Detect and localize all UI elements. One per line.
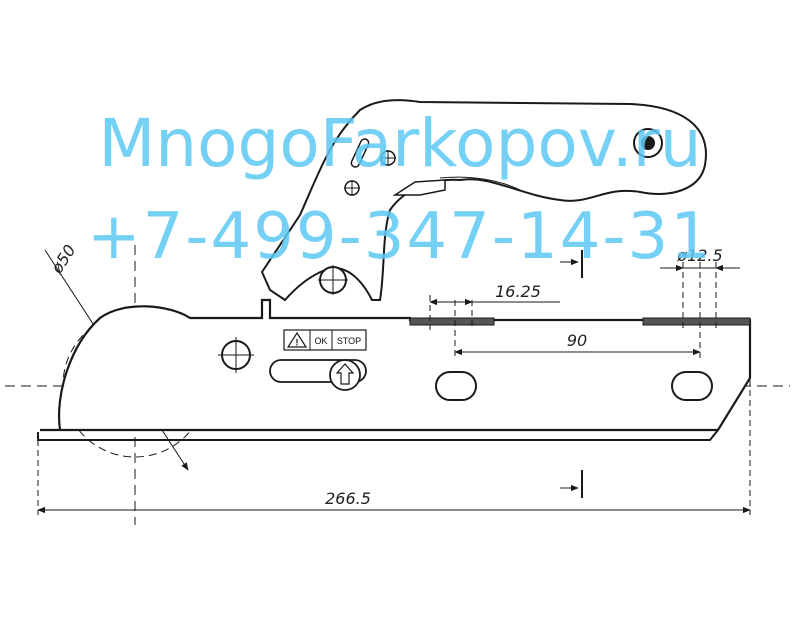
handle-inner-line [439,176,521,191]
pad-front [409,317,495,326]
dim-hole-offset: 16.25 [429,282,560,306]
mount-slot-rear [671,371,713,401]
indicator-label: ! OK STOP [283,329,367,351]
svg-text:266.5: 266.5 [325,489,371,508]
svg-text:16.25: 16.25 [495,282,541,301]
handle-latch [392,179,446,196]
indicator-pins [344,138,396,196]
ok-label: OK [314,336,327,346]
svg-text:ø12.5: ø12.5 [676,246,722,265]
dim-hole-spacing: 90 [454,331,701,356]
coupling-body [40,298,752,432]
warning-triangle-icon [286,331,308,348]
stop-label: STOP [337,336,361,346]
dim-overall-length: 266.5 [37,489,751,514]
base-plate [37,429,719,441]
up-arrow-icon [335,363,355,385]
handle-pivot-bolt-inner [641,136,655,150]
dim-hole-diameter: ø12.5 [660,246,740,272]
handle [260,99,707,302]
mount-slot-front [435,371,477,401]
svg-text:!: ! [296,338,299,348]
pad-rear [642,317,751,326]
svg-text:90: 90 [567,331,587,350]
section-markers [560,250,583,498]
release-button [329,359,361,391]
ball-diameter-label: ø50 [47,241,80,277]
